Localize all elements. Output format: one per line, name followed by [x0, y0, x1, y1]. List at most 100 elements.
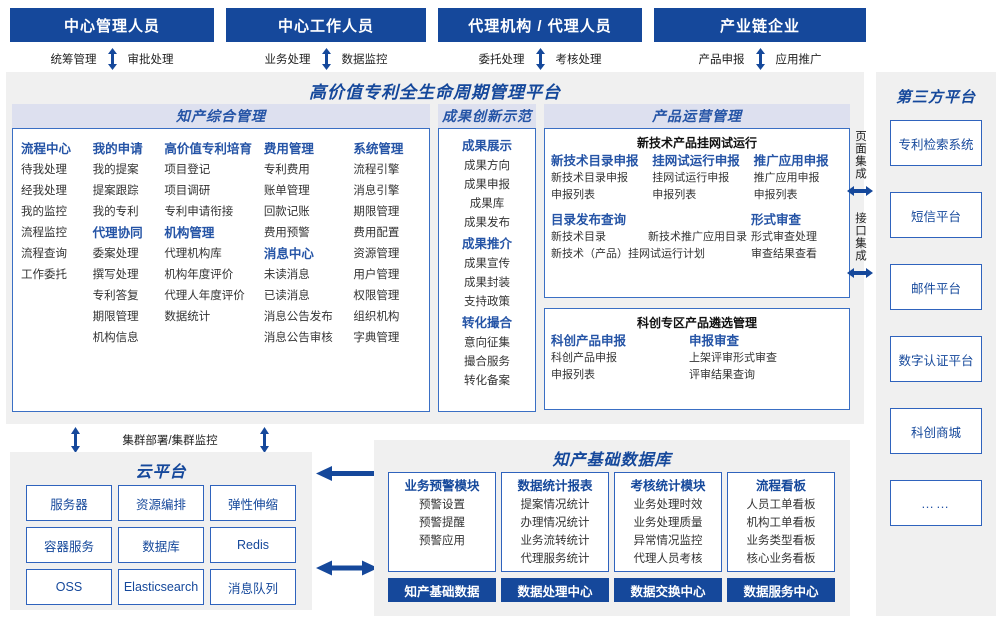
- menu-head[interactable]: 申报审查: [689, 334, 740, 348]
- menu-item[interactable]: 成果申报: [464, 179, 510, 191]
- menu-item[interactable]: 申报列表: [652, 189, 697, 201]
- cloud-cell-autoscaling[interactable]: 弹性伸缩: [210, 485, 296, 521]
- menu-item[interactable]: 成果封装: [464, 277, 510, 289]
- menu-item[interactable]: 成果宣传: [464, 258, 510, 270]
- menu-item[interactable]: 机构年度评价: [164, 269, 234, 281]
- card-item[interactable]: 机构工单看板: [746, 517, 816, 529]
- third-party-item-email[interactable]: 邮件平台: [890, 264, 982, 310]
- actor-box-industry[interactable]: 产业链企业: [654, 8, 866, 42]
- card-item[interactable]: 预警提醒: [419, 517, 465, 529]
- menu-item[interactable]: 专利答复: [92, 290, 139, 302]
- cloud-cell-message-queue[interactable]: 消息队列: [210, 569, 296, 605]
- menu-head[interactable]: 形式审查: [751, 213, 802, 227]
- menu-head[interactable]: 代理协同: [92, 226, 143, 240]
- menu-head[interactable]: 我的申请: [92, 142, 143, 156]
- menu-item[interactable]: 数据统计: [164, 311, 211, 323]
- third-party-item-sms[interactable]: 短信平台: [890, 192, 982, 238]
- menu-item[interactable]: 项目调研: [164, 185, 211, 197]
- menu-head[interactable]: 新技术目录申报: [551, 154, 639, 168]
- card-item[interactable]: 业务处理质量: [633, 517, 703, 529]
- menu-item[interactable]: 代理人年度评价: [164, 290, 245, 302]
- card-item[interactable]: 异常情况监控: [633, 535, 703, 547]
- menu-item[interactable]: 撮合服务: [464, 356, 510, 368]
- menu-item[interactable]: 流程监控: [21, 227, 67, 239]
- menu-item[interactable]: 委案处理: [92, 248, 139, 260]
- menu-item[interactable]: 提案跟踪: [92, 185, 139, 197]
- cloud-cell-redis[interactable]: Redis: [210, 527, 296, 563]
- menu-item[interactable]: 新技术目录: [551, 231, 606, 243]
- menu-head[interactable]: 科创产品申报: [551, 334, 627, 348]
- menu-head[interactable]: 挂网试运行申报: [652, 154, 740, 168]
- third-party-item-more[interactable]: ……: [890, 480, 982, 526]
- cloud-cell-database[interactable]: 数据库: [118, 527, 204, 563]
- menu-item[interactable]: 新技术（产品）挂网试运行计划: [551, 248, 705, 260]
- third-party-item-innovation-mall[interactable]: 科创商城: [890, 408, 982, 454]
- menu-item[interactable]: 组织机构: [353, 311, 400, 323]
- menu-item[interactable]: 我的提案: [92, 164, 139, 176]
- menu-head[interactable]: 转化撮合: [461, 316, 512, 330]
- menu-item[interactable]: 机构信息: [92, 332, 139, 344]
- db-footer-processing-center[interactable]: 数据处理中心: [501, 578, 609, 602]
- card-item[interactable]: 人员工单看板: [746, 499, 816, 511]
- card-item[interactable]: 业务处理时效: [633, 499, 703, 511]
- menu-item[interactable]: 新技术目录申报: [551, 172, 628, 184]
- menu-item[interactable]: 专利申请衔接: [164, 206, 234, 218]
- menu-item[interactable]: 用户管理: [353, 269, 400, 281]
- menu-item[interactable]: 形式审查处理: [751, 231, 817, 243]
- card-item[interactable]: 预警设置: [419, 499, 465, 511]
- menu-head[interactable]: 消息中心: [263, 247, 314, 261]
- menu-item[interactable]: 专利费用: [263, 164, 310, 176]
- menu-item[interactable]: 工作委托: [21, 269, 67, 281]
- menu-head[interactable]: 系统管理: [353, 142, 404, 156]
- menu-item[interactable]: 经我处理: [21, 185, 67, 197]
- menu-item[interactable]: 资源管理: [353, 248, 400, 260]
- menu-item[interactable]: 期限管理: [92, 311, 139, 323]
- menu-item[interactable]: 我的监控: [21, 206, 67, 218]
- cloud-cell-orchestration[interactable]: 资源编排: [118, 485, 204, 521]
- actor-box-agency[interactable]: 代理机构 / 代理人员: [438, 8, 642, 42]
- menu-item[interactable]: 审查结果查看: [751, 248, 817, 260]
- db-footer-base-data[interactable]: 知产基础数据: [388, 578, 496, 602]
- menu-head[interactable]: 流程中心: [21, 142, 72, 156]
- menu-item[interactable]: 流程查询: [21, 248, 67, 260]
- card-item[interactable]: 业务流转统计: [520, 535, 590, 547]
- menu-item[interactable]: 成果库: [469, 198, 505, 210]
- card-item[interactable]: 业务类型看板: [746, 535, 816, 547]
- menu-head[interactable]: 高价值专利培育: [164, 142, 252, 156]
- menu-item[interactable]: 挂网试运行申报: [652, 172, 730, 184]
- menu-item[interactable]: 消息公告发布: [263, 311, 333, 323]
- menu-head[interactable]: 费用管理: [263, 142, 314, 156]
- menu-item[interactable]: 我的专利: [92, 206, 139, 218]
- card-item[interactable]: 预警应用: [419, 535, 465, 547]
- db-footer-service-center[interactable]: 数据服务中心: [727, 578, 835, 602]
- menu-item[interactable]: 申报列表: [551, 189, 595, 201]
- menu-item[interactable]: 支持政策: [464, 296, 510, 308]
- menu-item[interactable]: 申报列表: [551, 369, 595, 381]
- card-item[interactable]: 办理情况统计: [520, 517, 590, 529]
- db-footer-exchange-center[interactable]: 数据交换中心: [614, 578, 722, 602]
- card-item[interactable]: 代理服务统计: [520, 553, 590, 565]
- actor-box-center-staff[interactable]: 中心工作人员: [226, 8, 426, 42]
- menu-item[interactable]: 新技术推广应用目录: [648, 231, 747, 243]
- menu-item[interactable]: 消息公告审核: [263, 332, 333, 344]
- cloud-cell-elasticsearch[interactable]: Elasticsearch: [118, 569, 204, 605]
- menu-head[interactable]: 机构管理: [164, 226, 215, 240]
- menu-item[interactable]: 推广应用申报: [753, 172, 820, 184]
- menu-item[interactable]: 回款记账: [263, 206, 310, 218]
- menu-item[interactable]: 撰写处理: [92, 269, 139, 281]
- third-party-item-digital-cert[interactable]: 数字认证平台: [890, 336, 982, 382]
- menu-item[interactable]: 权限管理: [353, 290, 400, 302]
- menu-item[interactable]: 意向征集: [464, 337, 510, 349]
- menu-item[interactable]: 评审结果查询: [689, 369, 755, 381]
- menu-item[interactable]: 待我处理: [21, 164, 67, 176]
- menu-item[interactable]: 科创产品申报: [551, 352, 617, 364]
- menu-head[interactable]: 推广应用申报: [753, 154, 829, 168]
- menu-item[interactable]: 成果发布: [464, 217, 510, 229]
- menu-item[interactable]: 代理机构库: [164, 248, 222, 260]
- menu-item[interactable]: 申报列表: [753, 189, 798, 201]
- cloud-cell-oss[interactable]: OSS: [26, 569, 112, 605]
- actor-box-center-admin[interactable]: 中心管理人员: [10, 8, 214, 42]
- card-item[interactable]: 代理人员考核: [633, 553, 703, 565]
- menu-item[interactable]: 流程引擎: [353, 164, 400, 176]
- cloud-cell-container[interactable]: 容器服务: [26, 527, 112, 563]
